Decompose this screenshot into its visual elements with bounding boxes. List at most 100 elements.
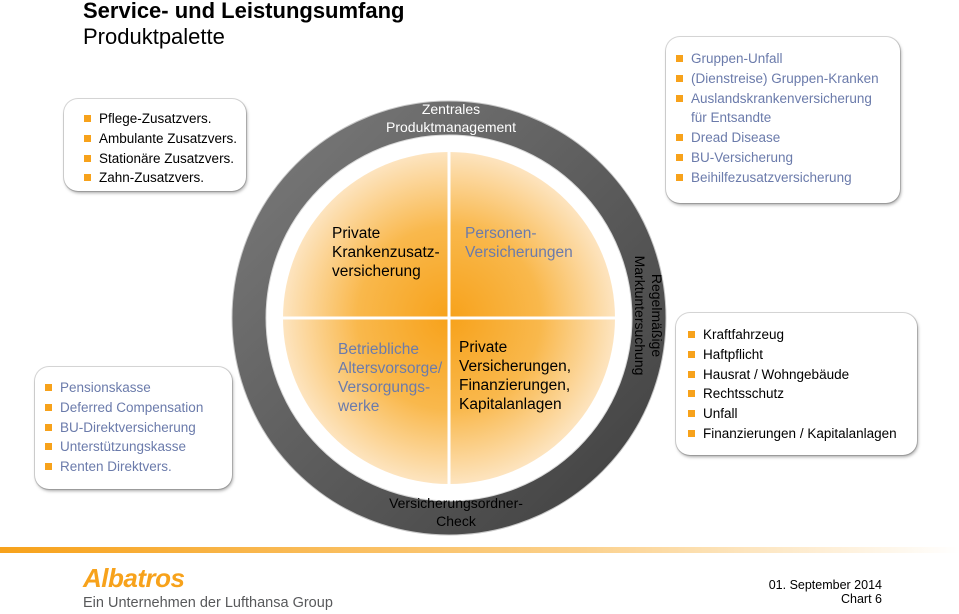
ring-label-top-line2: Produktmanagement: [386, 119, 516, 135]
bullet-icon: [45, 463, 52, 471]
list-item: Beihilfezusatzversicherung: [676, 168, 879, 188]
brand-logo: Albatros: [83, 563, 185, 593]
quadrant-bottom-right-line1: Private: [459, 339, 508, 356]
quadrant-bottom-right: Private Versicherungen, Finanzierungen, …: [459, 338, 571, 414]
list-item-label: Finanzierungen / Kapitalanlagen: [703, 425, 897, 441]
box-health-supplementary: Pflege-Zusatzvers. Ambulante Zusatzvers.…: [64, 99, 246, 191]
bullet-icon: [688, 410, 695, 418]
list-item-label: Auslandskrankenversicherung: [691, 90, 872, 106]
list-item-continuation: für Entsandte: [676, 108, 879, 128]
quadrant-top-right-line2: Versicherungen: [465, 244, 573, 261]
ring-label-right-line1: Regelmäßige: [649, 273, 665, 358]
box-personal-insurance-list: Gruppen-Unfall (Dienstreise) Gruppen-Kra…: [676, 49, 879, 188]
quadrant-bottom-left-line1: Betriebliche: [338, 341, 419, 358]
bullet-icon: [688, 331, 695, 338]
bullet-icon: [676, 173, 683, 181]
bullet-icon: [676, 55, 683, 62]
ring-label-bottom-line1: Versicherungsordner-: [389, 495, 523, 511]
page-subtitle: Produktpalette: [83, 24, 225, 49]
ring-label-right-line2: Marktuntersuchung: [632, 255, 648, 376]
list-item: Deferred Compensation: [45, 398, 203, 418]
quadrant-bottom-right-line3: Finanzierungen,: [459, 377, 571, 394]
list-item-label: Rechtsschutz: [703, 386, 785, 402]
list-item: BU-Direktversicherung: [45, 418, 203, 438]
footer-gradient-bar: [0, 547, 959, 553]
list-item-label: Hausrat / Wohngebäude: [703, 366, 850, 382]
ring-label-bottom-line2: Check: [436, 513, 476, 529]
list-item-label: Beihilfezusatzversicherung: [691, 169, 852, 185]
quadrant-top-right: Personen- Versicherungen: [465, 224, 573, 262]
list-item: BU-Versicherung: [676, 148, 879, 168]
cycle-ring-outer-edge: [231, 100, 667, 536]
chart-number: Chart 6: [841, 592, 882, 606]
list-item-label: Haftpflicht: [703, 346, 764, 362]
ring-label-right-text: Regelmäßige Marktuntersuchung: [631, 253, 665, 378]
list-item-label: Unterstützungskasse: [60, 439, 187, 455]
bullet-icon: [45, 443, 52, 451]
list-item-label: Renten Direktvers.: [60, 459, 172, 475]
bullet-icon: [688, 370, 695, 378]
cycle-ring-inner-edge: [265, 134, 633, 502]
quadrant-top-left-line1: Private: [332, 225, 381, 242]
list-item: Dread Disease: [676, 128, 879, 148]
list-item-label: Dread Disease: [691, 130, 781, 146]
bullet-icon: [84, 115, 91, 122]
bullet-icon: [676, 94, 683, 102]
list-item: Ambulante Zusatzvers.: [84, 129, 237, 149]
list-item-label: für Entsandte: [691, 110, 772, 126]
box-private-insurance: Kraftfahrzeug Haftpflicht Hausrat / Wohn…: [676, 313, 917, 455]
quadrant-bottom-right-line4: Kapitalanlagen: [459, 396, 562, 413]
bullet-icon: [688, 429, 695, 437]
quadrant-bottom-right-line2: Versicherungen,: [459, 358, 572, 375]
ring-label-right: Regelmäßige Marktuntersuchung: [629, 253, 665, 378]
list-item: Unfall: [688, 404, 897, 424]
bullet-icon: [688, 390, 695, 398]
list-item: Auslandskrankenversicherung: [676, 89, 879, 109]
box-private-insurance-list: Kraftfahrzeug Haftpflicht Hausrat / Wohn…: [688, 325, 897, 444]
quadrant-top-left-line2: Krankenzusatz-: [332, 244, 440, 261]
list-item-label: Stationäre Zusatzvers.: [99, 150, 235, 166]
list-item-label: Deferred Compensation: [60, 399, 204, 415]
cycle-ring: [232, 101, 666, 535]
box-personal-insurance: Gruppen-Unfall (Dienstreise) Gruppen-Kra…: [666, 37, 900, 203]
list-item-label: Pensionskasse: [60, 380, 151, 395]
bullet-icon: [688, 350, 695, 358]
list-item: Renten Direktvers.: [45, 457, 203, 477]
box-pension-list: Pensionskasse Deferred Compensation BU-D…: [45, 378, 203, 477]
list-item: Finanzierungen / Kapitalanlagen: [688, 424, 897, 444]
box-health-supplementary-list: Pflege-Zusatzvers. Ambulante Zusatzvers.…: [84, 109, 237, 188]
list-item-label: Gruppen-Unfall: [691, 51, 783, 66]
quadrant-top-right-line1: Personen-: [465, 225, 537, 242]
bullet-icon: [45, 423, 52, 431]
list-item-label: Kraftfahrzeug: [703, 327, 785, 342]
list-item-label: (Dienstreise) Gruppen-Kranken: [691, 70, 879, 86]
quadrant-bottom-left: Betriebliche Altersvorsorge/ Versorgungs…: [338, 340, 442, 416]
footer-date: 01. September 2014: [768, 578, 882, 592]
list-item-label: Unfall: [703, 406, 738, 422]
list-item: Haftpflicht: [688, 345, 897, 365]
bullet-icon: [676, 134, 683, 142]
list-item: Pflege-Zusatzvers.: [84, 109, 237, 129]
bullet-icon: [676, 74, 683, 82]
bullet-icon: [84, 134, 91, 142]
list-item: Stationäre Zusatzvers.: [84, 149, 237, 169]
quadrant-top-left: Private Krankenzusatz- versicherung: [332, 224, 440, 281]
ring-arrow-top: [232, 193, 263, 224]
list-item-label: Pflege-Zusatzvers.: [99, 111, 212, 126]
list-item: Unterstützungskasse: [45, 437, 203, 457]
list-item-label: Ambulante Zusatzvers.: [99, 130, 238, 146]
quadrant-bottom-left-line3: Versorgungs-: [338, 379, 431, 396]
box-pension: Pensionskasse Deferred Compensation BU-D…: [35, 367, 232, 489]
list-item: Hausrat / Wohngebäude: [688, 365, 897, 385]
list-item: Gruppen-Unfall: [676, 49, 879, 69]
list-item-label: BU-Versicherung: [691, 149, 794, 165]
ring-label-top: Zentrales Produktmanagement: [351, 100, 551, 136]
list-item: Pensionskasse: [45, 378, 203, 398]
ring-label-top-line1: Zentrales: [421, 101, 481, 117]
list-item-label: BU-Direktversicherung: [60, 419, 196, 435]
list-item: Rechtsschutz: [688, 384, 897, 404]
quadrant-bottom-left-line2: Altersvorsorge/: [338, 360, 443, 377]
quadrant-bottom-left-line4: werke: [338, 398, 380, 415]
list-item: Kraftfahrzeug: [688, 325, 897, 345]
